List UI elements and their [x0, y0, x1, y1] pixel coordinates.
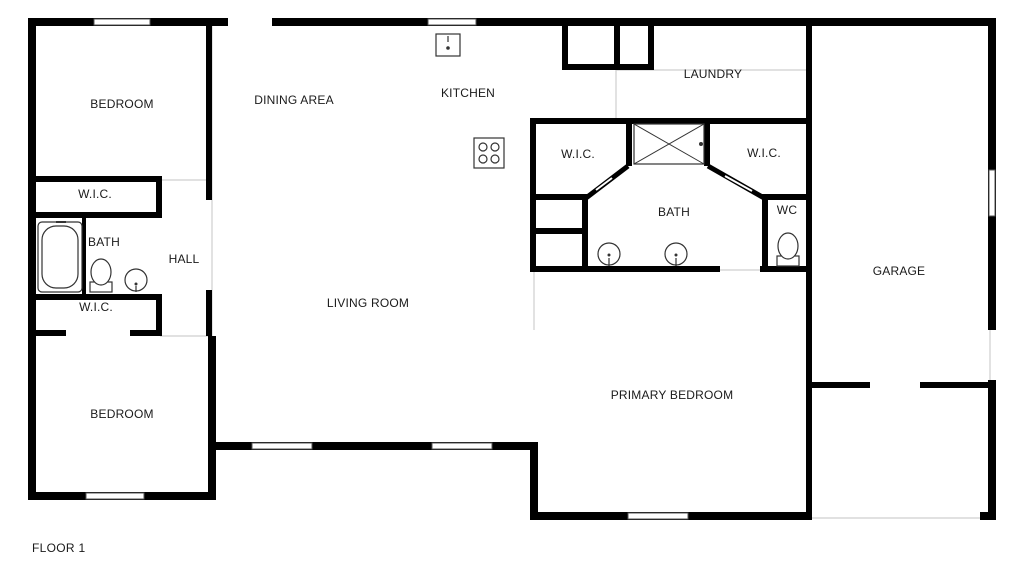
label-bedroom-bottom: BEDROOM	[90, 407, 153, 421]
shower-icon	[633, 123, 705, 165]
label-hall: HALL	[169, 252, 200, 266]
kitchen-sink-icon	[435, 33, 461, 57]
bathtub-icon	[37, 221, 83, 293]
room-labels: BEDROOM DINING AREA KITCHEN LAUNDRY W.I.…	[78, 67, 925, 421]
label-wc: WC	[777, 203, 798, 217]
label-dining-area: DINING AREA	[254, 93, 334, 107]
label-primary-bedroom: PRIMARY BEDROOM	[611, 388, 734, 402]
walls	[28, 18, 996, 520]
floor-label: FLOOR 1	[32, 541, 86, 555]
label-laundry: LAUNDRY	[684, 67, 743, 81]
stove-icon	[473, 137, 505, 169]
label-bath-primary: BATH	[658, 205, 690, 219]
bath-angled-walls-inner	[595, 175, 753, 192]
label-wic-primary-left: W.I.C.	[561, 147, 595, 161]
label-wic-left-top: W.I.C.	[78, 187, 112, 201]
label-wic-primary-right: W.I.C.	[747, 146, 781, 160]
label-garage: GARAGE	[873, 264, 926, 278]
label-bath-left: BATH	[88, 235, 120, 249]
label-bedroom-top: BEDROOM	[90, 97, 153, 111]
wc-toilet-icon	[776, 232, 800, 267]
vanity-sink-right-icon	[664, 242, 688, 266]
windows	[85, 18, 996, 520]
toilet-icon	[89, 258, 113, 293]
label-living-room: LIVING ROOM	[327, 296, 409, 310]
vanity-sink-left-icon	[597, 242, 621, 266]
label-kitchen: KITCHEN	[441, 86, 495, 100]
label-wic-left-bottom: W.I.C.	[79, 300, 113, 314]
sink-icon	[124, 268, 148, 292]
